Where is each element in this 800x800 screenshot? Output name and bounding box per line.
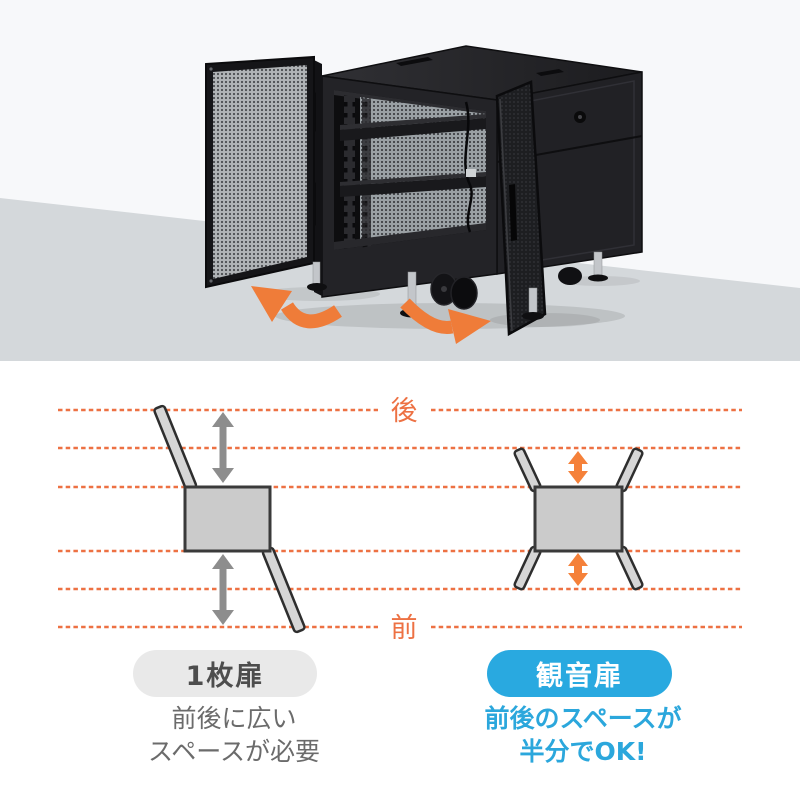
lock-keyhole-icon — [574, 111, 586, 123]
cabinet-base-deck — [334, 223, 486, 250]
double-door-caption-line2: 半分でOK! — [519, 737, 647, 766]
rack-cabinet — [205, 45, 643, 337]
double-door-caption: 前後のスペースが 半分でOK! — [449, 702, 717, 768]
rack-photo-illustration — [0, 0, 800, 361]
rack-shelf — [340, 172, 486, 197]
door-swing-arrow-right — [400, 298, 491, 344]
door-handle — [509, 184, 517, 241]
double-door-panel-rear-left — [513, 447, 542, 493]
caster-wheel — [558, 267, 582, 285]
front-label: 前 — [391, 613, 418, 644]
door-swing-arrow-left — [251, 286, 342, 329]
left-mesh-door — [205, 55, 315, 289]
power-cable — [464, 101, 473, 233]
clearance-arrow-front — [568, 553, 588, 586]
cable-slot — [396, 57, 433, 66]
double-door-panel-front-left — [513, 545, 542, 591]
rear-label: 後 — [391, 396, 418, 427]
clearance-arrow-rear — [568, 451, 588, 484]
door-clearance-diagram: 後 前 — [58, 396, 742, 644]
double-door-top-view — [513, 447, 644, 591]
single-door-badge: 1枚扉 — [133, 650, 317, 697]
clearance-arrow-front — [212, 554, 234, 625]
single-door-caption-line1: 前後に広い — [171, 704, 297, 733]
clearance-grid-lines — [58, 408, 742, 629]
rack-mount-rail — [344, 95, 355, 249]
cabinet-body-top-view — [533, 485, 624, 553]
single-door-badge-label: 1枚扉 — [185, 661, 265, 692]
leveling-foot — [307, 261, 327, 291]
single-door-top-view — [153, 404, 306, 634]
double-door-badge-label: 観音扉 — [536, 661, 623, 692]
cable-slot — [536, 69, 564, 76]
double-door-panel-front-right — [615, 545, 644, 591]
double-door-caption-line1: 前後のスペースが — [484, 704, 682, 733]
leveling-foot — [522, 287, 544, 320]
caster-wheel — [430, 272, 478, 310]
clearance-arrow-rear — [212, 412, 234, 483]
rack-shelf — [340, 114, 486, 141]
double-door-badge: 観音扉 — [487, 650, 672, 697]
right-mesh-door — [495, 80, 547, 337]
double-door-panel-rear-right — [615, 447, 644, 493]
cabinet-body-top-view — [183, 485, 272, 553]
leveling-foot — [588, 251, 608, 282]
rack-mount-rail — [362, 98, 371, 248]
cable-label — [466, 169, 476, 177]
single-door-caption: 前後に広い スペースが必要 — [100, 702, 368, 768]
single-door-caption-line2: スペースが必要 — [147, 737, 320, 766]
